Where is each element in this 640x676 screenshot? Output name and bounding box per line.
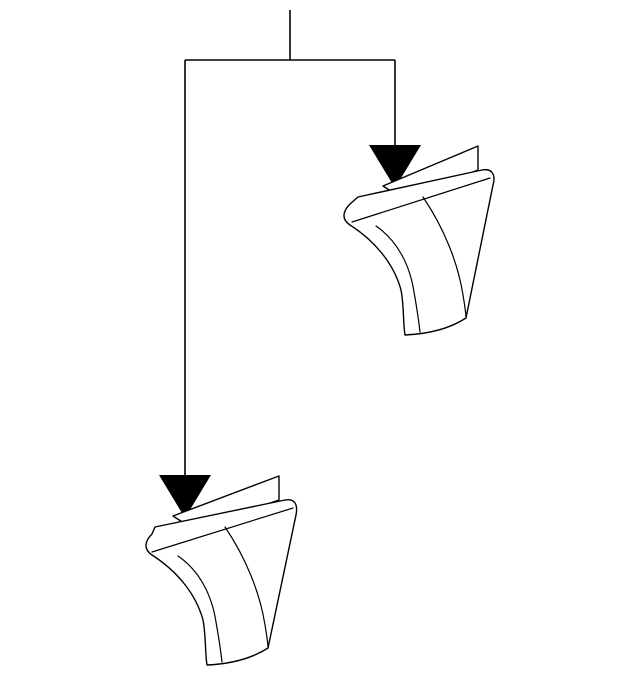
part-body — [145, 498, 298, 666]
trim-cover-icon — [343, 145, 495, 336]
leader-lines — [184, 10, 396, 480]
part-rib-right — [422, 196, 467, 319]
arrow-down-icon — [369, 145, 421, 188]
part-top-edge — [151, 507, 294, 553]
part-rib-left — [375, 225, 421, 333]
part-rib-right — [224, 526, 269, 649]
arrow-down-icon — [159, 475, 211, 518]
part-top-edge — [351, 177, 491, 223]
part-rib-left — [177, 555, 223, 663]
part-body — [343, 168, 495, 336]
trim-cover-icon — [145, 475, 298, 666]
